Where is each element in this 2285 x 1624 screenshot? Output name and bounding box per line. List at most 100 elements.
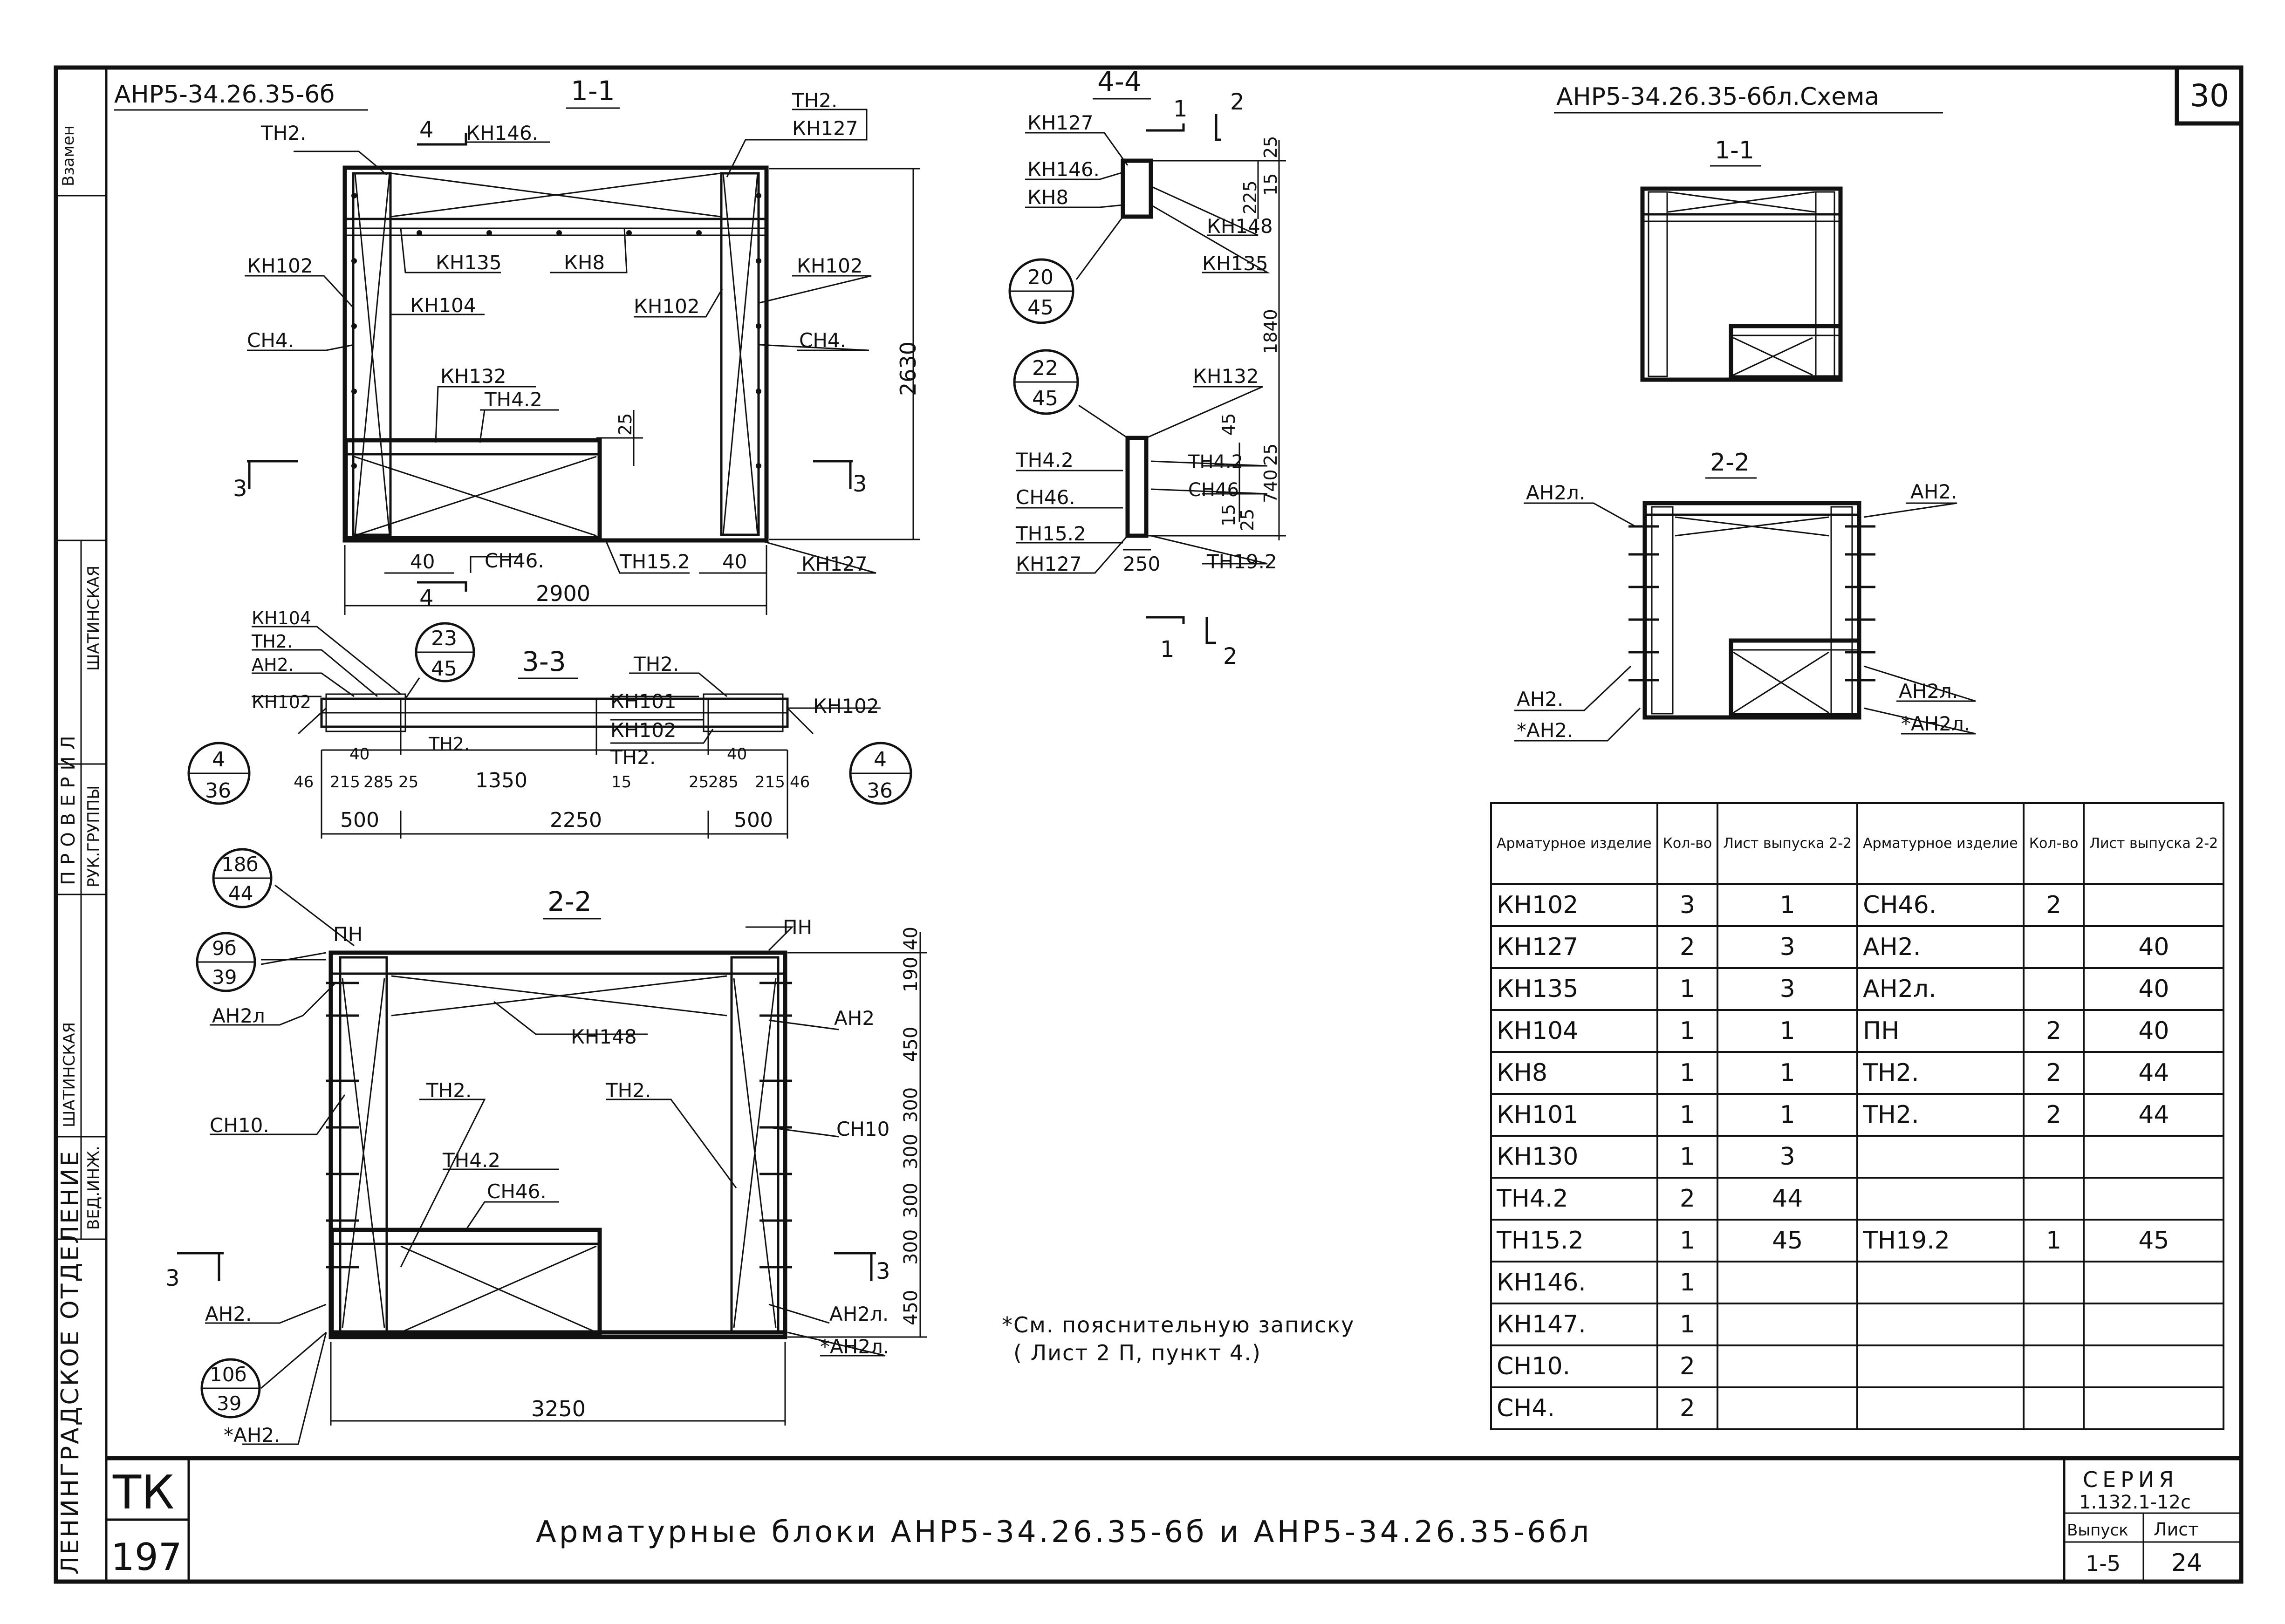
table-cell <box>2083 1177 2225 1221</box>
section-1-1: АНР5-34.26.35-6б 1-1 <box>114 75 921 615</box>
label-4-4-tn192: ТН19.2 <box>1206 550 1277 573</box>
table-cell: 1 <box>2022 1219 2085 1262</box>
label-1-1-sn4-left: СН4. <box>247 329 294 352</box>
callout-4-36-right-top: 4 <box>874 748 887 771</box>
schedule-header-qty: Кол-во <box>1656 802 1719 885</box>
table-cell: 1 <box>1656 1093 1719 1137</box>
table-cell: 1 <box>1656 1135 1719 1179</box>
label-1-1-tn2-left: ТН2. <box>260 122 306 144</box>
section-3-3-title: 3-3 <box>522 646 566 677</box>
dim-3-3-15: 15 <box>611 773 631 792</box>
label-4-4-tn42-right: ТН4.2 <box>1188 451 1243 473</box>
table-cell <box>1717 1303 1859 1346</box>
callout-18b-bottom: 44 <box>228 882 253 905</box>
table-row: КН147.1 <box>1490 1303 2225 1346</box>
table-cell <box>2083 1303 2225 1346</box>
label-2-2-pn-right: ПН <box>783 916 812 939</box>
callout-22-top: 22 <box>1032 356 1058 380</box>
table-cell: 2 <box>1656 1177 1719 1221</box>
label-4-4-tn152: ТН15.2 <box>1015 522 1086 545</box>
dim-3-3-215-left: 215 <box>330 773 360 792</box>
dim-2-2-40: 40 <box>900 927 922 950</box>
cut-mark-1-bottom: 1 <box>1160 636 1175 662</box>
stamp-code: ТК <box>112 1465 174 1520</box>
label-2-2-pn-left: ПН <box>333 923 363 946</box>
sheet-number: 30 <box>2190 78 2229 114</box>
label-4-4-kn132: КН132 <box>1193 365 1259 388</box>
section-4-4: 4-4 1 2 <box>1008 66 1286 669</box>
table-cell: ПН <box>1856 1009 2025 1053</box>
left-block-code: АНР5-34.26.35-6б <box>114 81 335 109</box>
schedule-header-qty-2: Кол-во <box>2022 802 2085 885</box>
dim-3-3-1350: 1350 <box>475 769 527 792</box>
issue-value: 1-5 <box>2086 1551 2121 1576</box>
label-1-1-kn146: КН146. <box>466 122 538 144</box>
table-cell <box>2022 1386 2085 1430</box>
label-4-4-sn46-left: СН46. <box>1016 486 1075 509</box>
side-stamp-lead-engineer-name: ШАТИНСКАЯ <box>60 1022 79 1127</box>
table-cell: 2 <box>1656 925 1719 969</box>
table-cell: АН2. <box>1856 925 2025 969</box>
table-cell <box>2022 925 2085 969</box>
callout-22-bottom: 45 <box>1032 387 1058 410</box>
table-cell: 40 <box>2083 967 2225 1011</box>
dim-2-2-300-c: 300 <box>900 1183 922 1218</box>
label-1-1-kn104: КН104 <box>410 294 476 317</box>
table-cell <box>2022 1344 2085 1388</box>
side-stamp-group-head-name: ШАТИНСКАЯ <box>84 566 103 671</box>
label-3-3-kn102-left: КН102 <box>252 692 311 712</box>
section-2-2-title: 2-2 <box>547 886 592 917</box>
callout-4-36-left-bottom: 36 <box>205 779 231 803</box>
cut-mark-1-top: 1 <box>1173 96 1188 122</box>
table-cell <box>1856 1261 2025 1304</box>
callout-23-bottom: 45 <box>431 657 457 681</box>
dim-4-4-740: 740 <box>1260 469 1281 503</box>
table-cell <box>2083 1135 2225 1179</box>
schedule-header-item-2: Арматурное изделие <box>1856 802 2025 885</box>
dim-4-4-15: 15 <box>1260 173 1281 196</box>
rebar-schedule-table: Арматурное изделие Кол-во Лист выпуска 2… <box>1490 802 2225 1430</box>
callout-10b-bottom: 39 <box>217 1392 241 1415</box>
table-cell <box>1856 1386 2025 1430</box>
table-cell: 2 <box>2022 883 2085 927</box>
section-1-1-title: 1-1 <box>571 75 615 107</box>
label-3-3-kn104: КН104 <box>252 608 311 628</box>
section-2-2: 2-2 <box>165 848 927 1447</box>
dim-2-2-450-top: 450 <box>900 1027 922 1062</box>
dim-3-3-40-right: 40 <box>727 745 747 764</box>
table-cell <box>2083 1261 2225 1304</box>
table-row: СН10.2 <box>1490 1344 2225 1388</box>
dim-3-3-2250: 2250 <box>550 808 602 832</box>
dim-4-4-15-mid: 15 <box>1218 504 1239 526</box>
label-1-1-kn127-top: КН127 <box>792 117 858 140</box>
callout-10b-top: 10б <box>210 1363 246 1386</box>
scheme-label-an2-left: АН2. <box>1517 688 1563 710</box>
table-row: КН146.1 <box>1490 1261 2225 1304</box>
table-cell: 1 <box>1717 1009 1859 1053</box>
scheme-title: АНР5-34.26.35-6бл.Схема <box>1556 83 1879 111</box>
dim-2-2-300-d: 300 <box>900 1229 922 1265</box>
schedule-header-item: Арматурное изделие <box>1490 802 1658 885</box>
dim-3-3-46-right: 46 <box>790 773 810 792</box>
side-stamp-checked: ПРОВЕРИЛ <box>58 729 79 885</box>
dim-4-4-25-low: 25 <box>1237 509 1258 531</box>
dim-1-1-2900: 2900 <box>536 581 590 606</box>
label-1-1-sn4-right: СН4. <box>799 329 846 352</box>
label-3-3-tn2-a: ТН2. <box>251 631 293 652</box>
label-2-2-an2l: АН2л <box>212 1004 265 1027</box>
footnote: *См. пояснительную записку ( Лист 2 П, п… <box>1002 1312 1354 1365</box>
label-1-1-kn102-mid: КН102 <box>634 295 700 318</box>
table-cell: 3 <box>1717 967 1859 1011</box>
scheme-label-star-an2: *АН2. <box>1517 719 1573 742</box>
table-cell: 1 <box>1656 1261 1719 1304</box>
table-cell: КН146. <box>1490 1261 1658 1304</box>
label-3-3-tn2-d: ТН2. <box>610 746 656 769</box>
side-stamp-department: ЛЕНИНГРАДСКОЕ ОТДЕЛЕНИЕ <box>56 1149 84 1575</box>
label-3-3-tn2-b: ТН2. <box>428 734 470 754</box>
table-cell <box>2083 883 2225 927</box>
table-cell <box>2083 1344 2225 1388</box>
table-cell <box>2083 1386 2225 1430</box>
label-4-4-kn148: КН148 <box>1207 215 1273 238</box>
